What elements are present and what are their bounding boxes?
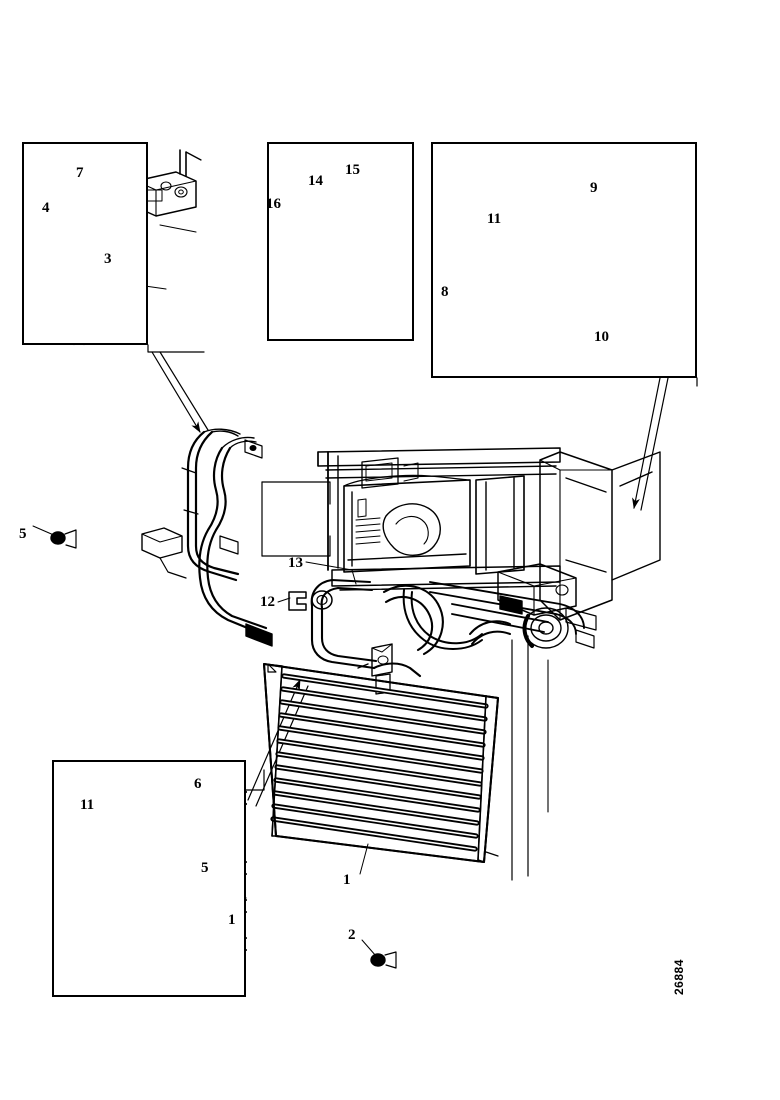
panel-top-middle [267, 142, 414, 341]
callout-7: 7 [76, 165, 84, 181]
condenser-fin-separators [272, 675, 487, 850]
engine-bay-structure [317, 447, 661, 621]
callout-14: 14 [308, 173, 323, 189]
callout-6: 6 [194, 776, 202, 792]
callout-4: 4 [42, 200, 50, 216]
callout-15: 15 [345, 162, 360, 178]
callout-5-b: 5 [201, 860, 209, 876]
panel-bottom-left [52, 760, 246, 997]
callout-5-main: 5 [19, 526, 27, 542]
callout-10: 10 [594, 329, 609, 345]
panel-connector-arrows [147, 344, 698, 807]
panel-top-right [431, 142, 697, 378]
callout-2: 2 [348, 927, 356, 943]
callout-8: 8 [441, 284, 449, 300]
callout-1-b: 1 [228, 912, 236, 928]
callout-11-b: 11 [80, 797, 95, 813]
main-compressor-assembly [402, 563, 597, 650]
callout-3: 3 [104, 251, 112, 267]
main-hose-routing [32, 428, 331, 647]
callout-16: 16 [266, 196, 281, 212]
panel-top-left [22, 142, 148, 345]
main-centre-hoses [277, 561, 444, 695]
callout-9: 9 [590, 180, 598, 196]
callout-12: 12 [260, 594, 275, 610]
callout-1-main: 1 [343, 872, 351, 888]
callout-13: 13 [288, 555, 303, 571]
callout-11: 11 [487, 211, 502, 227]
drawing-reference-code: 26884 [672, 959, 686, 995]
